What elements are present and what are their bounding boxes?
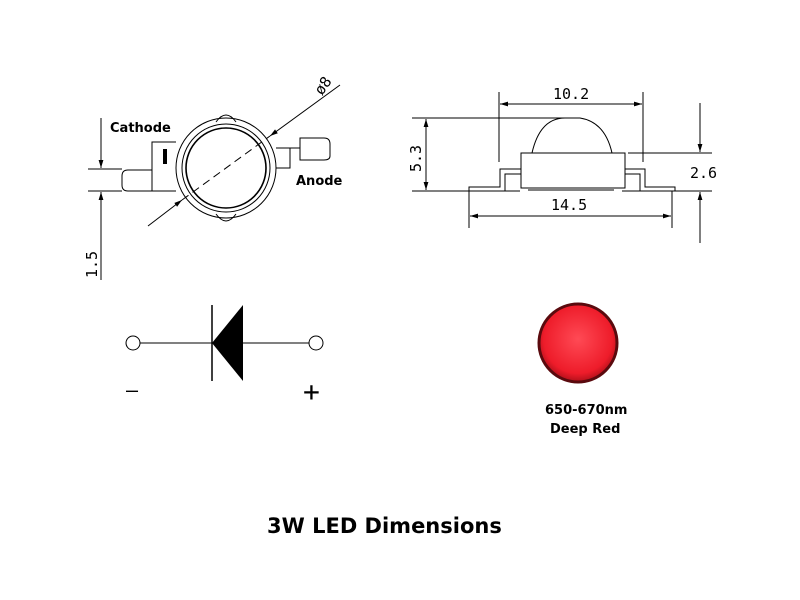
- anode-label: Anode: [296, 174, 343, 189]
- minus-label: —: [126, 378, 139, 402]
- lens-width-label: 10.2: [553, 85, 589, 103]
- color-sample: 650-670nm Deep Red: [537, 302, 627, 437]
- top-view: ø8 1.5 Cathode Anode: [83, 73, 343, 280]
- diameter-arrow-upper: [269, 84, 341, 137]
- diode-triangle: [212, 305, 243, 381]
- anode-lead: [276, 147, 300, 169]
- left-lead: [468, 168, 521, 191]
- inner-ring: [181, 123, 271, 213]
- led-dome: [531, 117, 613, 154]
- diameter-centerline: [181, 135, 271, 201]
- body-height-label: 2.6: [690, 164, 717, 182]
- anode-terminal: [308, 335, 324, 351]
- right-lead: [625, 168, 676, 191]
- outer-ring: [175, 117, 277, 219]
- lens: [185, 127, 267, 209]
- cathode-mark: [163, 149, 167, 164]
- total-width-label: 14.5: [551, 196, 587, 214]
- diode-schematic: — +: [125, 305, 324, 408]
- deep-red-led-swatch: [537, 302, 619, 384]
- color-name-label: Deep Red: [550, 422, 620, 437]
- wavelength-label: 650-670nm: [545, 403, 627, 418]
- total-height-label: 5.3: [407, 145, 425, 172]
- cathode-terminal: [125, 335, 141, 351]
- cathode-lead: [151, 141, 176, 192]
- diameter-label: ø8: [311, 73, 336, 98]
- cathode-label: Cathode: [110, 121, 171, 136]
- anode-pad: [299, 137, 331, 161]
- notch-bottom: [215, 213, 237, 222]
- diameter-arrow-lower: [147, 199, 183, 227]
- lead-gap-label: 1.5: [83, 251, 101, 278]
- plus-label: +: [303, 375, 320, 408]
- notch-top: [215, 114, 237, 123]
- led-body: [520, 152, 626, 189]
- side-view: 10.2 5.3 2.6 14.5: [407, 85, 717, 243]
- cathode-pad: [121, 169, 153, 192]
- page-title: 3W LED Dimensions: [267, 514, 502, 538]
